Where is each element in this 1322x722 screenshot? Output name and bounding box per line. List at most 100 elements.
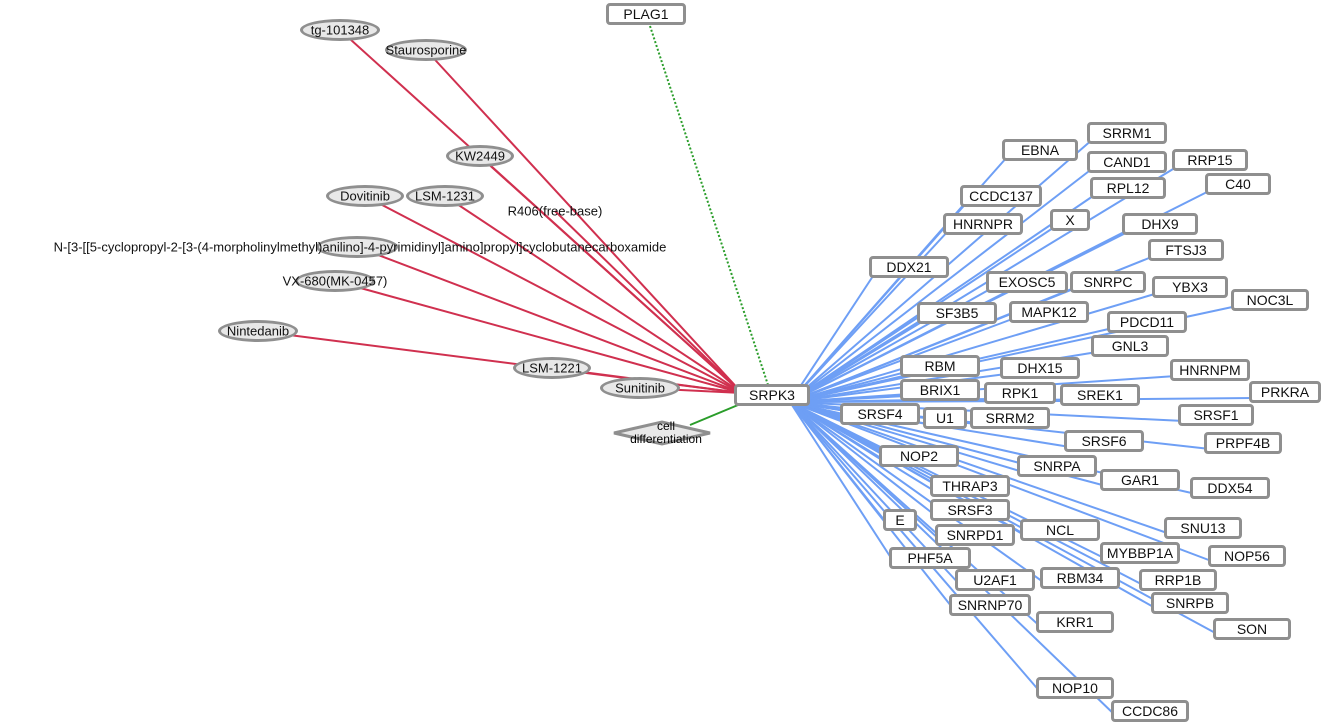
gene-node-snrnp70[interactable]: SNRNP70	[949, 594, 1031, 616]
gene-node-hnrnpr[interactable]: HNRNPR	[943, 213, 1023, 235]
gene-edge	[789, 375, 1177, 403]
drug-node-8-ellipse[interactable]	[218, 320, 298, 342]
upstream-node-plag1[interactable]: PLAG1	[606, 3, 686, 25]
gene-node-krr1[interactable]: KRR1	[1036, 611, 1114, 633]
gene-node-ftsj3[interactable]: FTSJ3	[1148, 239, 1224, 261]
gene-node-snrpd1[interactable]: SNRPD1	[935, 524, 1015, 546]
drug-label[interactable]: N-[3-[[5-cyclopropyl-2-[3-(4-morpholinyl…	[53, 239, 667, 255]
gene-edge	[789, 401, 896, 565]
gene-node-dhx9[interactable]: DHX9	[1122, 213, 1198, 235]
drug-node-6-ellipse[interactable]	[316, 236, 398, 258]
gene-node-hnrnpm[interactable]: HNRNPM	[1170, 359, 1250, 381]
gene-node-mapk12[interactable]: MAPK12	[1009, 301, 1089, 323]
gene-node-snrpa[interactable]: SNRPA	[1017, 455, 1097, 477]
drug-node-1-ellipse[interactable]	[385, 39, 467, 61]
drug-edge	[425, 49, 743, 394]
gene-node-e[interactable]: E	[883, 509, 917, 531]
gene-node-prpf4b[interactable]: PRPF4B	[1204, 432, 1282, 454]
drug-edge	[554, 210, 743, 394]
gene-node-ybx3[interactable]: YBX3	[1152, 276, 1228, 298]
drug-edge	[334, 280, 743, 394]
gene-node-snu13[interactable]: SNU13	[1164, 517, 1242, 539]
drug-node-3-ellipse[interactable]	[326, 185, 404, 207]
gene-edge	[789, 201, 967, 403]
gene-node-u1[interactable]: U1	[923, 407, 967, 429]
drug-node-10-ellipse[interactable]	[600, 377, 680, 399]
gene-node-noc3l[interactable]: NOC3L	[1231, 289, 1309, 311]
gene-node-rrp15[interactable]: RRP15	[1172, 149, 1248, 171]
gene-node-ccdc86[interactable]: CCDC86	[1111, 700, 1189, 722]
gene-node-ddx21[interactable]: DDX21	[869, 256, 949, 278]
process-label-line2: differentiation	[630, 432, 702, 446]
gene-node-srsf3[interactable]: SRSF3	[930, 499, 1010, 521]
gene-node-brix1[interactable]: BRIX1	[900, 379, 980, 401]
gene-node-ccdc137[interactable]: CCDC137	[960, 185, 1042, 207]
gene-node-ddx54[interactable]: DDX54	[1190, 477, 1270, 499]
gene-node-son[interactable]: SON	[1213, 618, 1291, 640]
gene-edge	[789, 401, 1024, 473]
gene-node-thrap3[interactable]: THRAP3	[930, 475, 1010, 497]
gene-node-rpl12[interactable]: RPL12	[1090, 177, 1166, 199]
drug-edge	[364, 195, 743, 394]
gene-edge	[789, 318, 924, 403]
gene-node-rpk1[interactable]: RPK1	[984, 382, 1056, 404]
gene-node-exosc5[interactable]: EXOSC5	[986, 271, 1068, 293]
gene-node-ebna[interactable]: EBNA	[1002, 139, 1078, 161]
drug-label[interactable]: LSM-1221	[522, 360, 582, 376]
gene-node-dhx15[interactable]: DHX15	[1000, 357, 1080, 379]
drug-label[interactable]: tg-101348	[310, 22, 370, 38]
drug-label[interactable]: Sunitinib	[615, 380, 665, 396]
drug-edge	[479, 155, 743, 394]
gene-node-ncl[interactable]: NCL	[1020, 519, 1100, 541]
gene-node-u2af1[interactable]: U2AF1	[955, 569, 1035, 591]
gene-node-prkra[interactable]: PRKRA	[1249, 381, 1321, 403]
drug-node-7-ellipse[interactable]	[295, 270, 375, 292]
gene-edge	[789, 401, 937, 517]
gene-node-rbm[interactable]: RBM	[900, 355, 980, 377]
drug-node-9-ellipse[interactable]	[513, 357, 591, 379]
drug-label[interactable]: Dovitinib	[340, 188, 390, 204]
process-node-diamond[interactable]	[612, 418, 712, 448]
gene-node-pdcd11[interactable]: PDCD11	[1107, 311, 1187, 333]
drug-label[interactable]: KW2449	[455, 148, 505, 164]
gene-node-gnl3[interactable]: GNL3	[1091, 335, 1169, 357]
gene-edge	[789, 401, 956, 612]
drug-label[interactable]: Staurosporine	[385, 42, 467, 58]
gene-node-x[interactable]: X	[1050, 209, 1090, 231]
gene-node-srsf1[interactable]: SRSF1	[1178, 404, 1254, 426]
gene-node-srrm1[interactable]: SRRM1	[1087, 122, 1167, 144]
gene-node-gar1[interactable]: GAR1	[1100, 469, 1180, 491]
center-node-srpk3[interactable]: SRPK3	[734, 384, 810, 406]
gene-node-rrp1b[interactable]: RRP1B	[1139, 569, 1217, 591]
drug-edge	[444, 195, 743, 394]
gene-node-phf5a[interactable]: PHF5A	[889, 547, 971, 569]
drug-label[interactable]: R406(free-base)	[507, 203, 603, 219]
drug-label[interactable]: Nintedanib	[226, 323, 290, 339]
drug-node-4-ellipse[interactable]	[406, 185, 484, 207]
gene-node-snrpb[interactable]: SNRPB	[1151, 592, 1229, 614]
gene-node-nop56[interactable]: NOP56	[1208, 545, 1286, 567]
gene-node-c40[interactable]: C40	[1205, 173, 1271, 195]
gene-node-sf3b5[interactable]: SF3B5	[917, 302, 997, 324]
process-edge	[689, 404, 739, 426]
gene-node-srsf6[interactable]: SRSF6	[1064, 430, 1144, 452]
drug-edge	[356, 246, 743, 394]
gene-node-srek1[interactable]: SREK1	[1060, 384, 1140, 406]
process-label-line1: cell	[656, 419, 675, 433]
drug-node-0-ellipse[interactable]	[300, 19, 380, 41]
upstream-edge	[649, 25, 769, 386]
drug-label[interactable]: VX-680(MK-0457)	[282, 273, 388, 289]
gene-node-mybbp1a[interactable]: MYBBP1A	[1100, 542, 1180, 564]
drug-label[interactable]: LSM-1231	[415, 188, 475, 204]
gene-node-srsf4[interactable]: SRSF4	[840, 403, 920, 425]
gene-edge	[789, 401, 937, 493]
gene-node-srrm2[interactable]: SRRM2	[970, 407, 1050, 429]
gene-node-nop10[interactable]: NOP10	[1036, 677, 1114, 699]
drug-node-2-ellipse[interactable]	[446, 145, 514, 167]
gene-node-snrpc[interactable]: SNRPC	[1070, 271, 1146, 293]
gene-node-nop2[interactable]: NOP2	[879, 445, 959, 467]
gene-edge	[789, 272, 876, 403]
gene-node-cand1[interactable]: CAND1	[1087, 151, 1167, 173]
gene-node-rbm34[interactable]: RBM34	[1040, 567, 1120, 589]
